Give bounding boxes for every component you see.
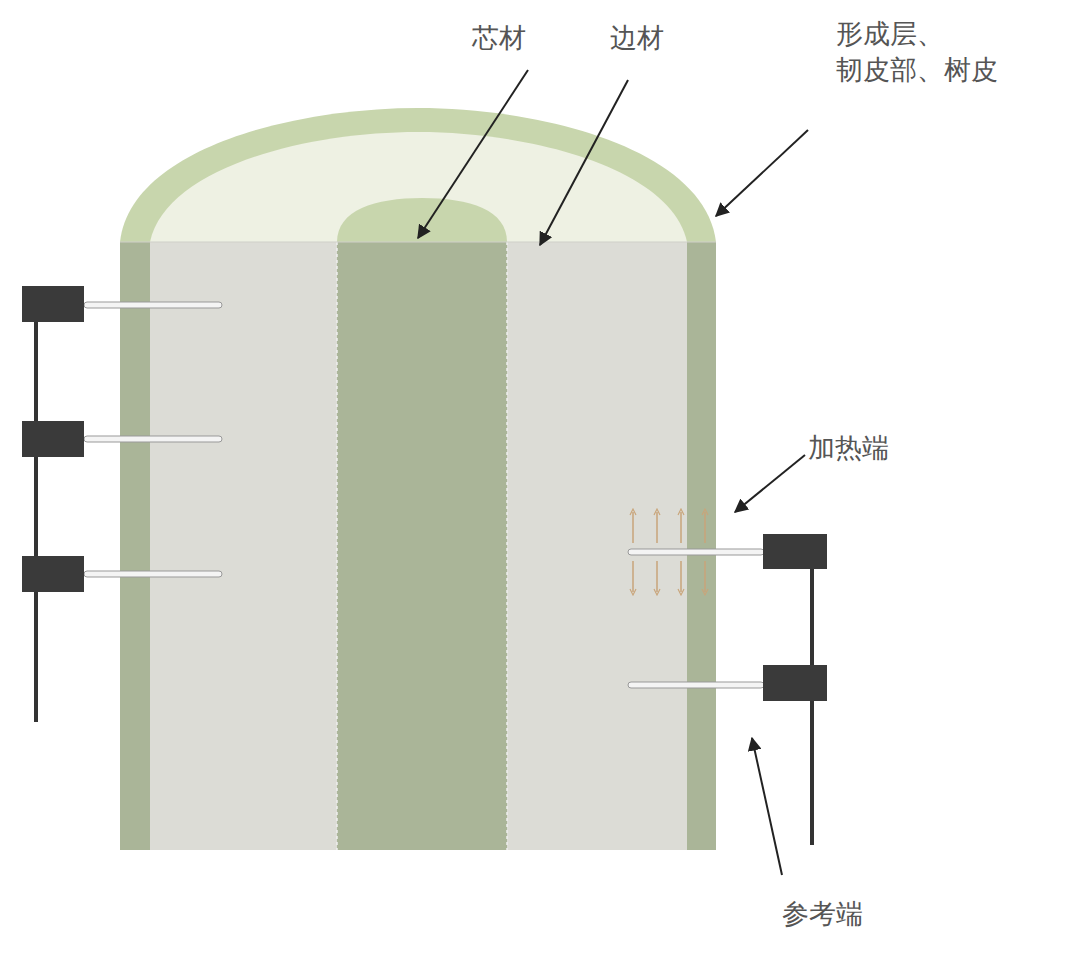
bark-dome bbox=[120, 108, 716, 242]
bark-right bbox=[687, 242, 716, 850]
sapwood bbox=[120, 242, 716, 850]
part-label: 形成层、 韧皮部、树皮 bbox=[836, 16, 1026, 89]
probe-left bbox=[22, 286, 222, 592]
leader-lines bbox=[418, 70, 808, 875]
part-label: 边材 bbox=[610, 20, 664, 56]
section-edge bbox=[120, 242, 716, 243]
probe-right bbox=[628, 534, 827, 701]
boundary-line bbox=[336, 242, 338, 850]
bark-left bbox=[120, 242, 150, 850]
part-label: 参考端 bbox=[782, 896, 863, 932]
heat-arrows bbox=[633, 512, 705, 592]
sapwood-dome bbox=[150, 132, 687, 242]
heartwood-dome bbox=[337, 198, 507, 242]
heartwood bbox=[337, 242, 507, 850]
boundary-line bbox=[506, 242, 508, 850]
part-label: 芯材 bbox=[472, 20, 526, 56]
sensor-cable bbox=[34, 300, 38, 722]
part-label: 加热端 bbox=[808, 430, 889, 466]
